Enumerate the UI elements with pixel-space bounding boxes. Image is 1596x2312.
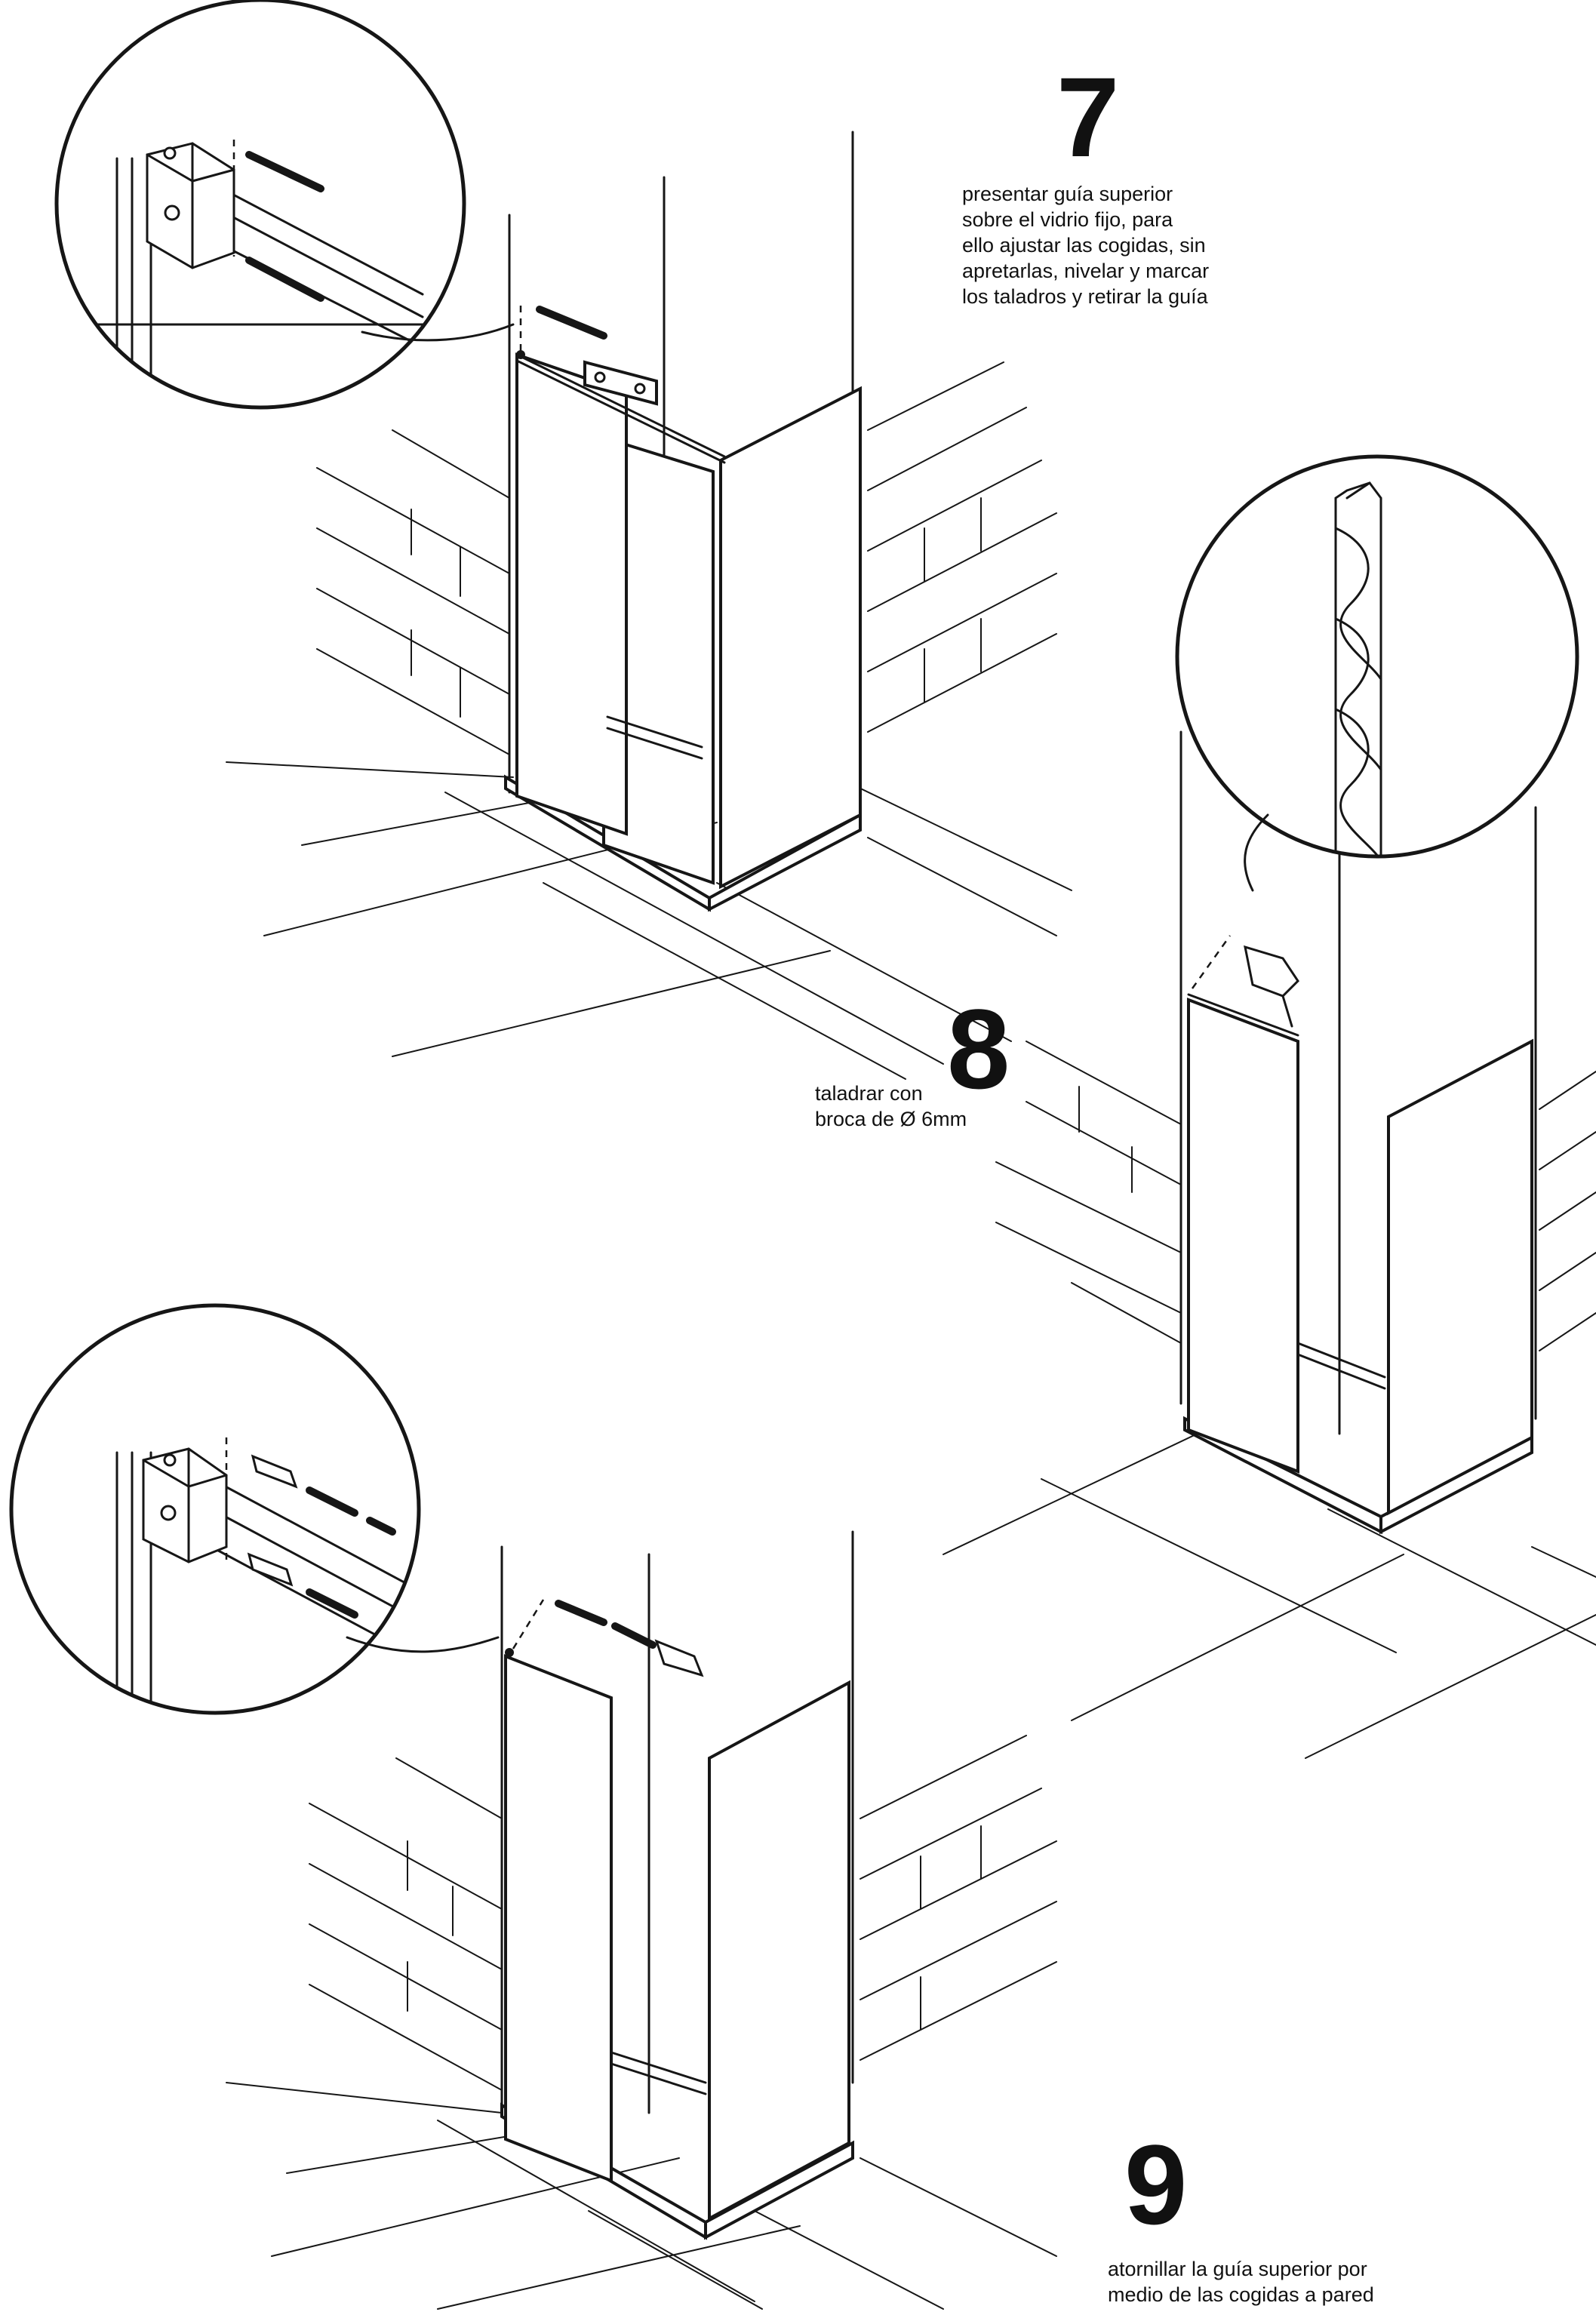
step-9-wall-bricks bbox=[309, 1530, 1057, 2114]
step-7-detail-zoom bbox=[54, 0, 466, 410]
step-7-line-4: apretarlas, nivelar y marcar bbox=[962, 260, 1210, 282]
step-9-line-2: medio de las cogidas a pared bbox=[1108, 2283, 1374, 2306]
step-9-shower-enclosure bbox=[346, 1599, 854, 2240]
step-7-line-5: los taladros y retirar la guía bbox=[962, 285, 1208, 308]
step-7-line-2: sobre el vidrio fijo, para bbox=[962, 208, 1173, 231]
step-8-line-2: broca de Ø 6mm bbox=[815, 1108, 967, 1130]
step-9-detail-zoom bbox=[9, 1303, 421, 1715]
step-7-wall-bricks bbox=[316, 131, 1057, 794]
step-9-number: 9 bbox=[1124, 2121, 1188, 2248]
step-9-line-1: atornillar la guía superior por bbox=[1108, 2258, 1367, 2280]
step-9-instructions: atornillar la guía superior por medio de… bbox=[1108, 2256, 1374, 2307]
step-8-shower-enclosure bbox=[1183, 813, 1533, 1535]
step-8-line-1: taladrar con bbox=[815, 1082, 923, 1105]
step-8-wall-bricks bbox=[995, 730, 1596, 1435]
step-7-shower-enclosure bbox=[361, 302, 862, 912]
step-8-floor-tiles bbox=[943, 1410, 1596, 1759]
step-7-number: 7 bbox=[1056, 54, 1120, 180]
step-8-detail-zoom bbox=[1175, 454, 1579, 859]
step-7-line-3: ello ajustar las cogidas, sin bbox=[962, 234, 1206, 257]
step-8-instructions: taladrar con broca de Ø 6mm bbox=[815, 1081, 967, 1132]
step-9-scene bbox=[226, 1530, 1057, 2310]
step-7-line-1: presentar guía superior bbox=[962, 183, 1173, 205]
step-7-scene bbox=[226, 131, 1072, 1080]
step-7-instructions: presentar guía superior sobre el vidrio … bbox=[962, 181, 1209, 309]
step-8-scene bbox=[943, 730, 1596, 1759]
step-8-number: 8 bbox=[947, 985, 1010, 1112]
step-9-floor-tiles bbox=[226, 2082, 1057, 2310]
